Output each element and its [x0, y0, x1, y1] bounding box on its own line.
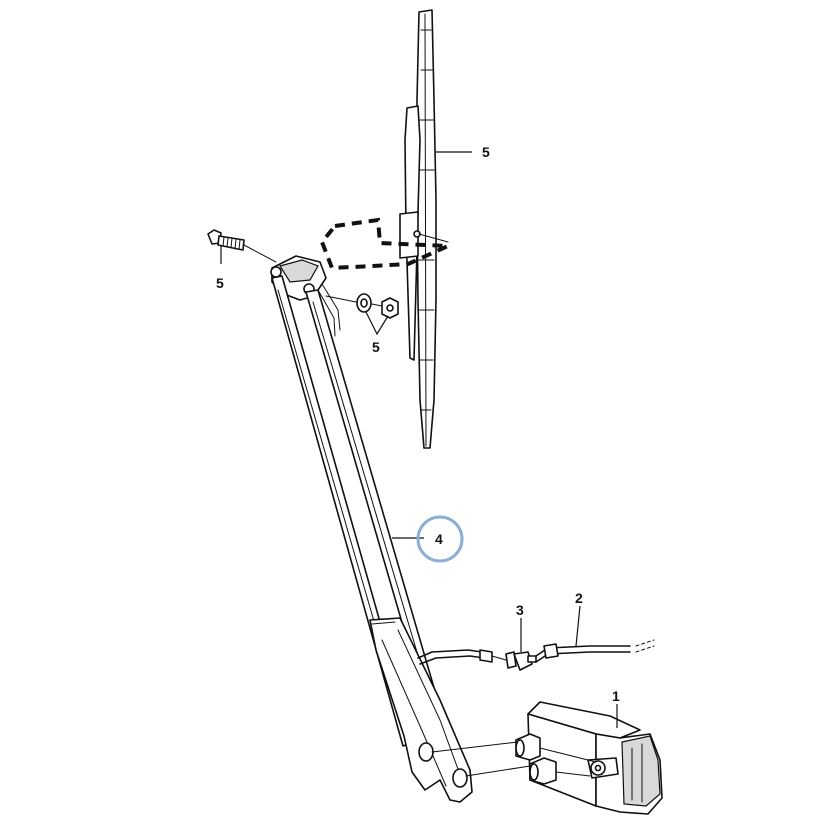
blade-mount-detail-outline: [319, 217, 449, 271]
wiper-motor: [515, 701, 663, 815]
callout-blade: 5: [436, 144, 490, 160]
label-washer-nut: 5: [372, 339, 380, 355]
label-arm: 4: [435, 531, 443, 547]
label-blade: 5: [482, 144, 490, 160]
wiper-arm: [270, 255, 531, 803]
cable: [535, 639, 655, 663]
callout-arm: 4: [392, 515, 464, 563]
label-motor: 1: [612, 688, 620, 704]
washer-and-nut: [325, 293, 399, 319]
highlight-circle: [416, 515, 464, 563]
callout-washer-nut: 5: [365, 311, 389, 355]
callout-bolt: 5: [216, 246, 224, 291]
connector: [491, 651, 537, 671]
callout-motor: 1: [612, 688, 620, 728]
callout-cable: 2: [575, 590, 583, 647]
label-bolt: 5: [216, 275, 224, 291]
label-cable: 2: [575, 590, 583, 606]
bolt: [207, 229, 277, 263]
wiper-blade: [399, 9, 449, 449]
callout-connector: 3: [516, 602, 524, 652]
label-connector: 3: [516, 602, 524, 618]
